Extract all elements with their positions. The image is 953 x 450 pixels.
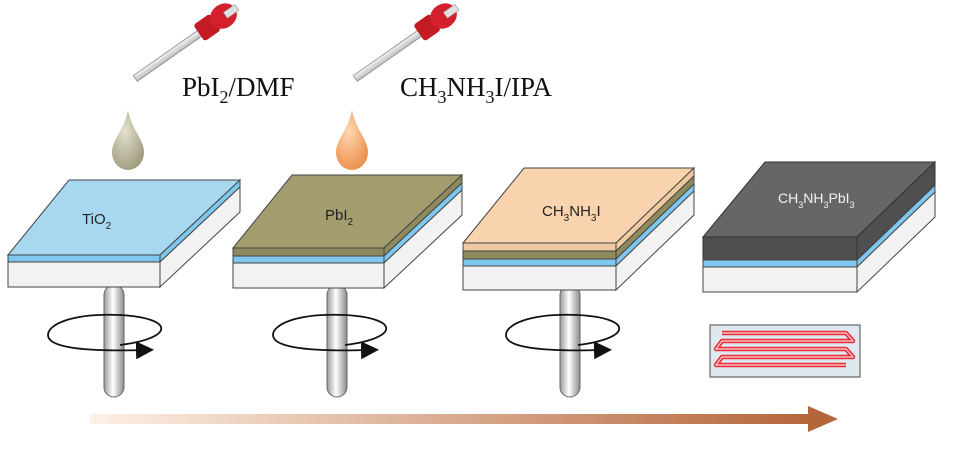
reagent-label-2: CH3NH3I/IPA [400, 72, 553, 107]
rotation-arrow-icon [505, 313, 621, 360]
dropper-icon [352, 3, 460, 82]
substrate-tio2: TiO2 [6, 178, 242, 398]
spin-shaft [103, 284, 125, 398]
substrate-ch3nh3i: CH3NH3I [461, 166, 696, 398]
precursor-droplet-ch3nh3i [336, 110, 368, 170]
rotation-arrow-icon [272, 313, 388, 360]
spin-shaft [326, 284, 348, 398]
substrate-ch3nh3pbi3: CH3NH3PbI3 [701, 160, 937, 294]
hotplate-icon [709, 324, 861, 378]
precursor-droplet-pbi2 [112, 110, 144, 170]
substrate-pbi2: PbI2 [231, 173, 464, 398]
substrate-label-3: CH3NH3I [542, 203, 601, 224]
substrate-label-2: PbI2 [325, 207, 354, 228]
rotation-arrow-icon [47, 313, 163, 360]
substrate-label-4: CH3NH3PbI3 [778, 190, 855, 210]
process-arrow-icon [90, 406, 838, 432]
spin-shaft [559, 284, 581, 398]
dropper-icon [132, 3, 240, 82]
reagent-label-1: PbI2/DMF [182, 72, 295, 107]
substrate-label-1: TiO2 [82, 211, 112, 232]
